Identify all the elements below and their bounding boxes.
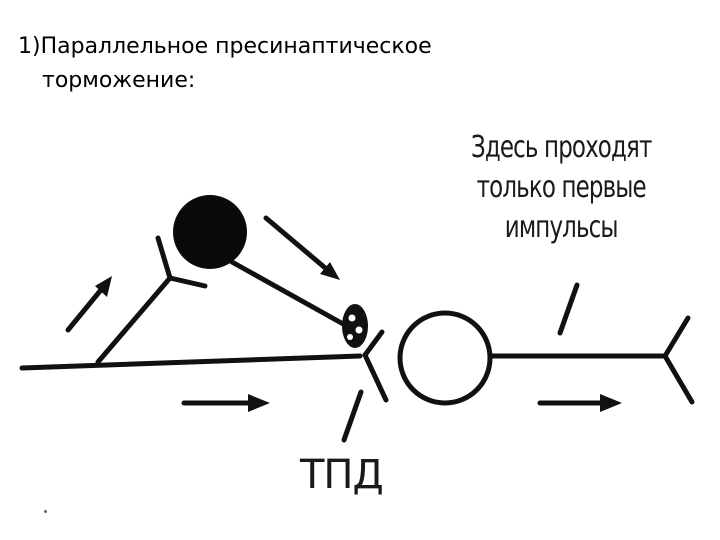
output-fork-upper (665, 318, 688, 356)
synapse-fork-lower (365, 355, 386, 400)
arrow-shaft-upper-left (68, 285, 105, 330)
tpd-label: ТПД (300, 452, 383, 498)
terminal-fork-lower (170, 278, 205, 286)
axon-branch (98, 278, 170, 362)
vesicle-icon (356, 327, 363, 334)
stray-dot (44, 510, 47, 513)
terminal-fork-upper (158, 238, 170, 278)
arrow-shaft-upper-right (266, 218, 330, 272)
inhibitory-neuron (173, 195, 247, 269)
arrowhead-middle (248, 394, 270, 412)
arrowhead-right (600, 394, 622, 412)
note-line-1: Здесь проходят (455, 128, 668, 168)
axo-axonal-synapse (342, 304, 368, 348)
note-line-3: импульсы (455, 208, 668, 248)
postsynaptic-neuron (400, 313, 490, 403)
synapse-fork-upper (365, 332, 382, 355)
note-pointer-line (560, 285, 577, 333)
main-axon (22, 356, 360, 368)
vesicle-icon (349, 315, 356, 322)
output-fork-lower (665, 356, 692, 402)
vesicle-icon (347, 334, 353, 340)
tpd-pointer-line (344, 392, 361, 440)
note-label: Здесь проходят только первые импульсы (455, 128, 668, 248)
note-line-2: только первые (455, 168, 668, 208)
